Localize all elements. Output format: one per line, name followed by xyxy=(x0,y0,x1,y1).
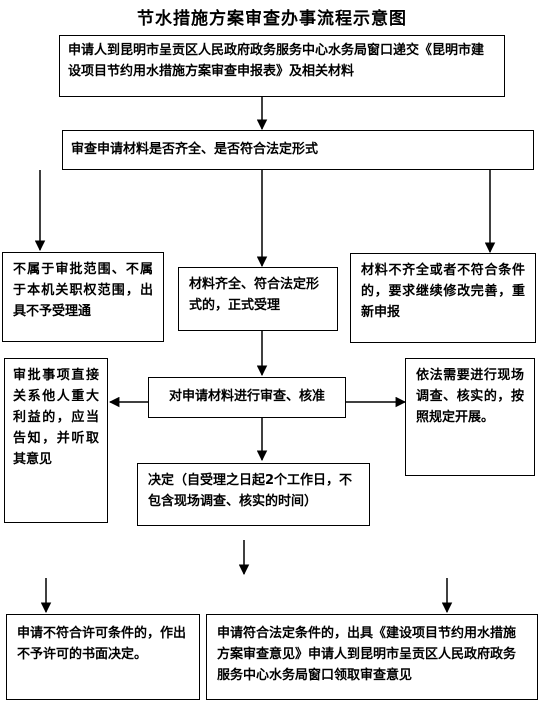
submit-step-box: 申请人到昆明市呈贡区人民政府政务服务中心水务局窗口递交《昆明市建设项目节约用水措… xyxy=(59,35,505,97)
major-interest-box: 审批事项直接关系他人重大利益的，应当告知，并听取其意见 xyxy=(4,358,108,523)
site-survey-box: 依法需要进行现场调查、核实的，按照规定开展。 xyxy=(405,358,535,476)
incomplete-box: 材料不齐全或者不符合条件的，要求继续修改完善，重新申报 xyxy=(350,253,536,343)
not-in-scope-box: 不属于审批范围、不属于本机关职权范围，出具不予受理通 xyxy=(2,252,164,342)
decision-box: 决定（自受理之日起2个工作日，不包含现场调查、核实的时间） xyxy=(137,463,370,526)
review-box: 对申请材料进行审查、核准 xyxy=(148,377,346,418)
check-materials-box: 审查申请材料是否齐全、是否符合法定形式 xyxy=(62,130,534,170)
approve-box: 申请符合法定条件的，出具《建设项目节约用水措施方案审查意见》申请人到昆明市呈贡区… xyxy=(206,614,538,700)
reject-box: 申请不符合许可条件的，作出不予许可的书面决定。 xyxy=(6,614,200,700)
formal-accept-box: 材料齐全、符合法定形式的，正式受理 xyxy=(178,267,338,331)
page-title: 节水措施方案审查办事流程示意图 xyxy=(137,9,407,29)
